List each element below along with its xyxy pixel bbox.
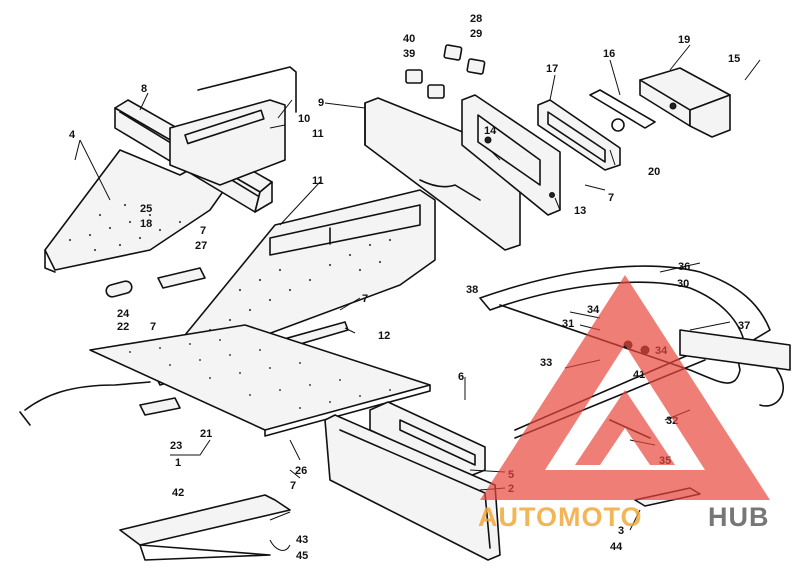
watermark-word-hub: HUB [708, 502, 770, 532]
part-small-brackets [105, 267, 206, 416]
callout-6: 6 [458, 371, 464, 383]
watermark-word-auto: AUTO [478, 502, 558, 532]
callout-13: 13 [574, 205, 586, 217]
part-cable [19, 381, 151, 426]
callout-28: 28 [470, 13, 482, 25]
callout-31: 31 [562, 318, 574, 330]
callout-22: 22 [117, 321, 129, 333]
callout-33: 33 [540, 357, 552, 369]
watermark-word-moto: MOTO [558, 502, 643, 532]
part-bent-rod [197, 66, 297, 113]
callout-44: 44 [610, 541, 623, 553]
part-small-labels [405, 44, 486, 99]
callout-38: 38 [466, 284, 478, 296]
callout-9: 9 [318, 97, 324, 109]
callout-18: 18 [140, 218, 152, 230]
part-panel-upper [169, 99, 286, 186]
part-rear-panel [364, 97, 521, 251]
callout-labels: 1 2 3 4 5 6 7 7 7 7 7 8 9 10 11 11 12 13… [69, 13, 750, 562]
callout-39: 39 [403, 48, 415, 60]
part-light-box [639, 67, 731, 138]
callout-42: 42 [172, 487, 184, 499]
callout-3: 3 [618, 525, 624, 537]
part-panel-lower [184, 189, 436, 351]
callout-19: 19 [678, 34, 690, 46]
callout-7d: 7 [290, 480, 296, 492]
callout-24: 24 [117, 308, 130, 320]
callout-41: 41 [633, 369, 645, 381]
part-lens [589, 89, 656, 132]
callout-7c: 7 [608, 192, 614, 204]
callout-14: 14 [484, 125, 497, 137]
callout-29: 29 [470, 28, 482, 40]
callout-30: 30 [677, 278, 689, 290]
callout-7a: 7 [200, 225, 206, 237]
callout-27: 27 [195, 240, 207, 252]
callout-36: 36 [678, 261, 690, 273]
callout-15: 15 [728, 53, 740, 65]
part-angle-strip [119, 494, 291, 561]
callout-37: 37 [738, 320, 750, 332]
callout-17: 17 [546, 63, 558, 75]
callout-21: 21 [200, 428, 212, 440]
callout-16: 16 [603, 48, 615, 60]
callout-1: 1 [175, 457, 181, 469]
callout-20: 20 [648, 166, 660, 178]
callout-43: 43 [296, 534, 308, 546]
callout-23: 23 [170, 440, 182, 452]
callout-7e: 7 [150, 321, 156, 333]
callout-40: 40 [403, 33, 415, 45]
watermark-logo: AUTO MOTO HUB [478, 275, 770, 532]
callout-25: 25 [140, 203, 152, 215]
watermark-triangle-icon [480, 275, 770, 500]
callout-26: 26 [295, 465, 307, 477]
callout-45: 45 [296, 550, 308, 562]
callout-4: 4 [69, 129, 76, 141]
callout-12: 12 [378, 330, 390, 342]
part-floor-plate [89, 324, 431, 437]
callout-11b: 11 [312, 175, 324, 187]
callout-34a: 34 [587, 304, 600, 316]
callout-7b: 7 [362, 293, 368, 305]
callout-8: 8 [141, 83, 147, 95]
callout-10: 10 [298, 113, 310, 125]
callout-11a: 11 [312, 128, 324, 140]
